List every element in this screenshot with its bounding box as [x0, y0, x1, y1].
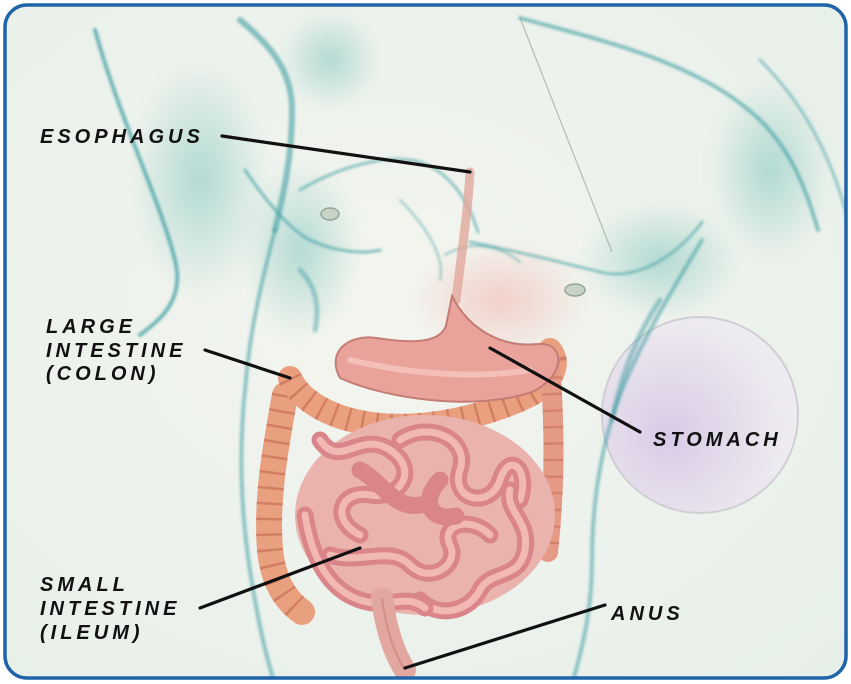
left-arm-shade — [130, 60, 270, 300]
small-intestine-label-line-3: (ILEUM) — [40, 622, 144, 644]
forearm-hand — [602, 317, 798, 513]
small-intestine — [295, 415, 555, 615]
stomach-label: STOMACH — [653, 429, 782, 451]
right-shoulder-shade — [710, 80, 830, 260]
small-intestine-label-line-1: SMALL — [40, 574, 129, 596]
large-intestine-label-line-2: INTESTINE — [46, 340, 186, 362]
neck-shade — [280, 10, 380, 110]
left-nipple — [321, 208, 339, 220]
right-nipple — [565, 284, 585, 296]
small-intestine-label-line-2: INTESTINE — [40, 598, 180, 620]
anus-label: ANUS — [610, 603, 684, 625]
large-intestine-label-line-3: (COLON) — [46, 363, 160, 385]
esophagus-label: ESOPHAGUS — [40, 126, 204, 148]
large-intestine-label-line-1: LARGE — [46, 316, 136, 338]
